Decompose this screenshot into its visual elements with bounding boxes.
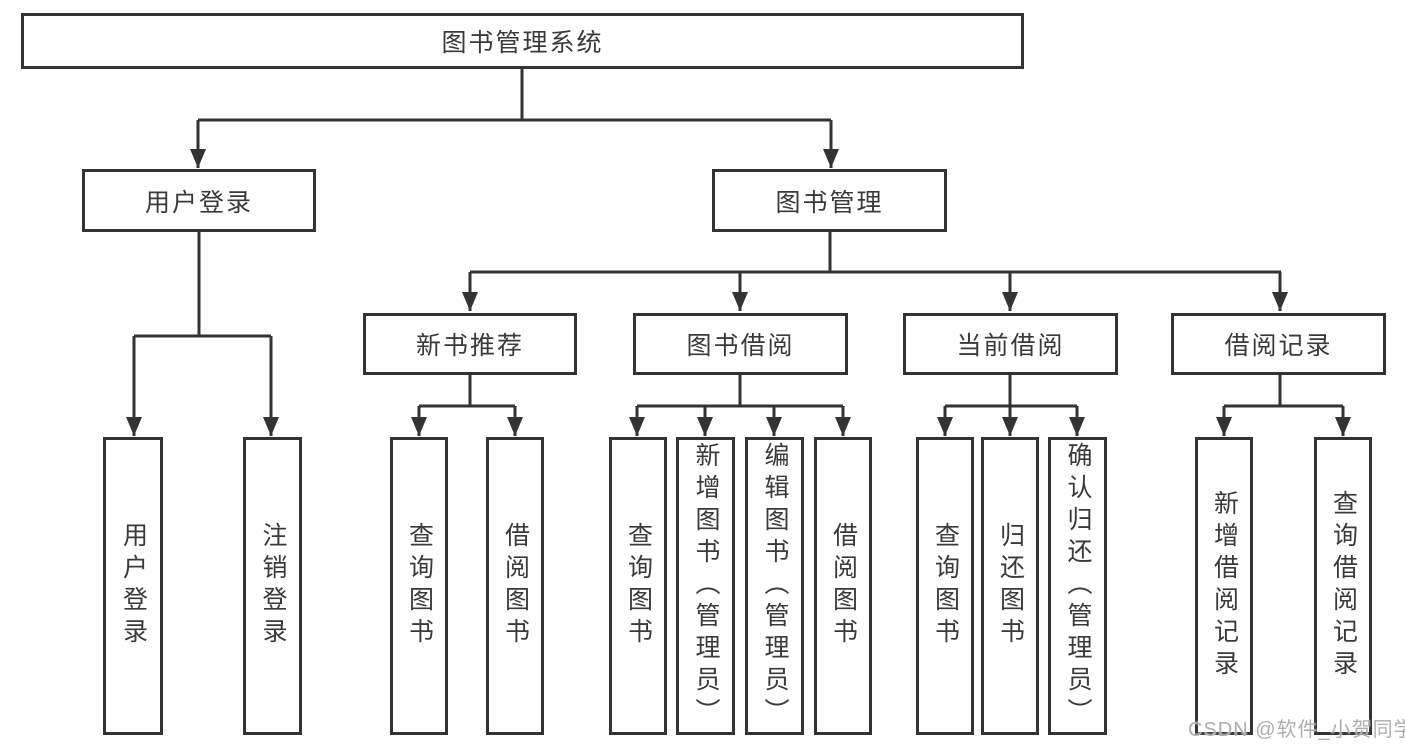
leaf-cb-confirm-return-admin: 确认归还（管理员）	[1048, 437, 1107, 735]
leaf-user-login: 用户登录	[103, 437, 163, 735]
node-borrowing-records: 借阅记录	[1171, 313, 1386, 375]
leaf-bb-query-books: 查询图书	[609, 437, 667, 735]
leaf-bb-add-books-admin: 新增图书（管理员）	[676, 437, 735, 735]
node-current-borrowing: 当前借阅	[903, 313, 1118, 375]
node-user-login: 用户登录	[82, 169, 316, 232]
node-book-borrowing: 图书借阅	[633, 313, 848, 375]
node-library-management-system: 图书管理系统	[21, 13, 1024, 69]
node-book-management: 图书管理	[712, 169, 947, 232]
leaf-bb-edit-books-admin: 编辑图书（管理员）	[745, 437, 804, 735]
leaf-br-query-record: 查询借阅记录	[1314, 437, 1372, 735]
leaf-nb-borrow-books: 借阅图书	[486, 437, 544, 735]
leaf-cb-return-books: 归还图书	[981, 437, 1039, 735]
watermark: CSDN @软件_小贺同学	[1188, 719, 1405, 741]
leaf-nb-query-books: 查询图书	[390, 437, 448, 735]
node-new-book-recommendation: 新书推荐	[363, 313, 577, 375]
leaf-br-add-record: 新增借阅记录	[1195, 437, 1253, 735]
leaf-bb-borrow-books: 借阅图书	[814, 437, 872, 735]
leaf-logout: 注销登录	[243, 437, 302, 735]
leaf-cb-query-books: 查询图书	[916, 437, 974, 735]
